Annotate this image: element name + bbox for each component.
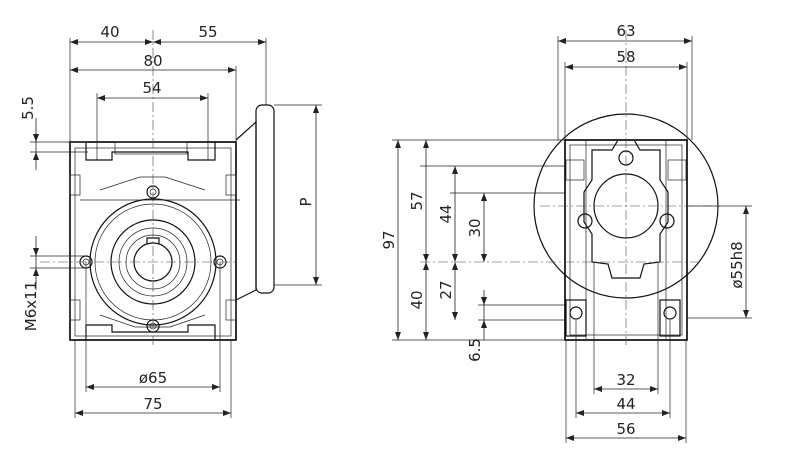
foot-hole-left	[569, 306, 583, 320]
foot-hole-right	[663, 306, 677, 320]
arrow	[33, 134, 39, 142]
arrow	[650, 386, 658, 392]
arrow	[70, 39, 78, 45]
dim-p-label: P	[297, 197, 315, 206]
dim-63-label: 63	[616, 22, 635, 40]
bottom-lug	[85, 324, 216, 340]
arrow	[743, 206, 749, 214]
dim-40v-label: 40	[408, 290, 426, 309]
dim-44v-label: 44	[437, 204, 455, 223]
dim-27-label: 27	[437, 280, 455, 299]
arrow	[70, 67, 78, 73]
arrow	[97, 95, 105, 101]
arrow	[481, 320, 487, 328]
dim-75-label: 75	[143, 395, 162, 413]
top-slot	[114, 141, 188, 155]
arrow	[395, 332, 401, 340]
arrow	[258, 39, 266, 45]
arrow	[313, 277, 319, 285]
arrow	[423, 262, 429, 270]
dim-58-label: 58	[616, 48, 635, 66]
dim-m6x11-label: M6x11	[22, 281, 40, 331]
dim-6-5-label: 6.5	[466, 338, 484, 362]
dim-44h-label: 44	[616, 395, 635, 413]
arrow	[228, 67, 236, 73]
arrow	[565, 64, 573, 70]
flange-hole-left	[577, 213, 593, 229]
arrow	[684, 38, 692, 44]
dim-80-label: 80	[143, 52, 162, 70]
dim-97-label: 97	[380, 230, 398, 249]
arrow	[313, 105, 319, 113]
arrow	[212, 384, 220, 390]
side-lug-upper-right	[667, 159, 687, 181]
dim-32-label: 32	[616, 371, 635, 389]
arrow	[452, 166, 458, 174]
arrow	[223, 410, 231, 416]
arrow	[558, 38, 566, 44]
arrow	[594, 386, 602, 392]
arrow	[153, 39, 161, 45]
flange-hole-right	[659, 213, 675, 229]
arrow	[452, 254, 458, 262]
top-lug	[85, 142, 216, 161]
adapter-taper	[235, 120, 257, 301]
arrow	[452, 262, 458, 270]
dim-55-label: 55	[198, 23, 217, 41]
arrow	[679, 64, 687, 70]
side-view: 63 58 97 57 44 30	[380, 22, 752, 443]
arrow	[145, 39, 153, 45]
right-lug-upper	[225, 174, 237, 196]
dim-54-label: 54	[142, 79, 161, 97]
dim-30-label: 30	[466, 218, 484, 237]
arrow	[395, 140, 401, 148]
arrow	[75, 410, 83, 416]
dim-56-label: 56	[616, 420, 635, 438]
dim-40-label: 40	[100, 23, 119, 41]
dim-phi65-label: ø65	[139, 369, 167, 387]
arrow	[423, 332, 429, 340]
lower-chamfer	[99, 314, 206, 328]
arrow	[423, 140, 429, 148]
arrow	[481, 254, 487, 262]
left-lug-lower	[69, 299, 81, 321]
arrow	[86, 384, 94, 390]
left-lug-upper	[69, 174, 81, 196]
arrow	[576, 410, 584, 416]
arrow	[33, 248, 39, 256]
arrow	[423, 254, 429, 262]
arrow	[743, 310, 749, 318]
arrow	[481, 193, 487, 201]
arrow	[33, 268, 39, 276]
arrow	[452, 312, 458, 320]
dim-57-label: 57	[408, 191, 426, 210]
right-lug-lower	[225, 299, 237, 321]
arrow	[33, 152, 39, 160]
arrow	[662, 410, 670, 416]
arrow	[566, 435, 574, 441]
front-view: 40 55 80 54 5.5 M6x11 P	[19, 23, 322, 418]
upper-chamfer	[99, 176, 206, 191]
dim-5-5-label: 5.5	[19, 96, 37, 120]
arrow	[481, 297, 487, 305]
arrow	[200, 95, 208, 101]
motor-flange	[255, 104, 275, 294]
arrow	[678, 435, 686, 441]
dim-phi55h8-label: ø55h8	[728, 241, 746, 288]
side-lug-upper-left	[565, 159, 585, 181]
